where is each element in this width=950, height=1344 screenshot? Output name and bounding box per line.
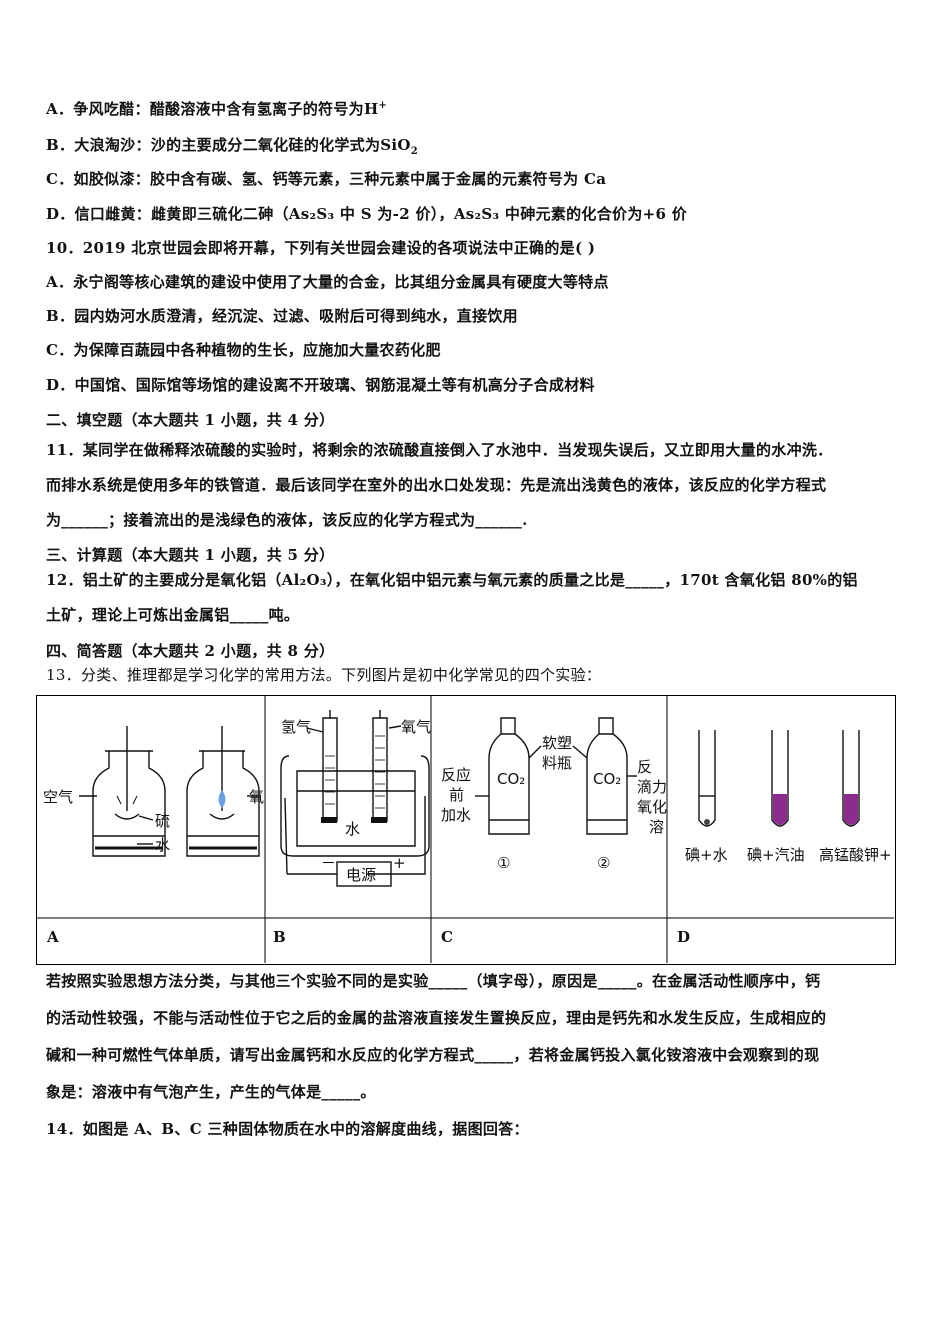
- text-line-main: 11．某同学在做稀释浓硫酸的实验时，将剩余的浓硫酸直接倒入了水池中．当发现失误后…: [46, 441, 833, 459]
- electrode-right-icon: [371, 817, 387, 823]
- text-line-main: A．争风吃醋：醋酸溶液中含有氢离子的符号为H: [46, 100, 379, 118]
- panel-label-b: B: [273, 928, 286, 946]
- text-line-main: 的活动性较强，不能与活动性位于它之后的金属的盐溶液直接发生置换反应，理由是钙先和…: [46, 1009, 827, 1027]
- text-line-main: 为______；接着流出的是浅绿色的液体，该反应的化学方程式为______.: [46, 511, 528, 529]
- text-line: 三、计算题（本大题共 1 小题，共 5 分）: [46, 544, 334, 565]
- text-line: 土矿，理论上可炼出金属铝_____吨。: [46, 604, 299, 625]
- text-line-main: B．大浪淘沙：沙的主要成分二氧化硅的化学式为SiO: [46, 136, 411, 154]
- text-line: B．大浪淘沙：沙的主要成分二氧化硅的化学式为SiO2: [46, 134, 418, 157]
- c-soft-label: 软塑: [542, 734, 572, 752]
- c-right-label-3: 氧化: [637, 798, 667, 816]
- panel-label-c: C: [441, 928, 453, 946]
- c-before-label-1: 反应: [441, 766, 471, 784]
- c-number-1: ①: [497, 854, 510, 872]
- text-line-main: 三、计算题（本大题共 1 小题，共 5 分）: [46, 546, 335, 564]
- text-line: D．中国馆、国际馆等场馆的建设离不开玻璃、钢筋混凝土等有机高分子合成材料: [46, 374, 595, 395]
- b-oxygen-label: 氧气: [401, 718, 431, 736]
- subscript-number: 2: [410, 146, 419, 157]
- a-air-label: 空气: [43, 788, 73, 806]
- text-line: B．园内妫河水质澄清，经沉淀、过滤、吸附后可得到纯水，直接饮用: [46, 305, 518, 326]
- superscript-charge: +: [378, 100, 388, 111]
- text-line-main: 10．2019 北京世园会即将开幕，下列有关世园会建设的各项说法中正确的是( ): [46, 239, 596, 257]
- a-sulfur-label: 硫: [155, 812, 170, 830]
- text-line: 的活动性较强，不能与活动性位于它之后的金属的盐溶液直接发生置换反应，理由是钙先和…: [46, 1007, 826, 1028]
- text-line: 象是：溶液中有气泡产生，产生的气体是_____。: [46, 1081, 376, 1102]
- c-bottle-label: 料瓶: [542, 754, 572, 772]
- text-line: 碱和一种可燃性气体单质，请写出金属钙和水反应的化学方程式_____，若将金属钙投…: [46, 1044, 819, 1065]
- c-before-label-2: 前: [449, 786, 464, 804]
- d-tube-2-liquid: [773, 794, 787, 825]
- text-line: 10．2019 北京世园会即将开幕，下列有关世园会建设的各项说法中正确的是( ): [46, 237, 595, 258]
- text-line: 11．某同学在做稀释浓硫酸的实验时，将剩余的浓硫酸直接倒入了水池中．当发现失误后…: [46, 439, 832, 460]
- c-before-label-3: 加水: [441, 806, 471, 824]
- text-line-main: D．中国馆、国际馆等场馆的建设离不开玻璃、钢筋混凝土等有机高分子合成材料: [46, 376, 595, 394]
- text-line-main: 象是：溶液中有气泡产生，产生的气体是_____。: [46, 1083, 376, 1101]
- text-line: 若按照实验思想方法分类，与其他三个实验不同的是实验_____（填字母），原因是_…: [46, 970, 820, 991]
- text-line: 12．铝土矿的主要成分是氧化铝（Al₂O₃），在氧化铝中铝元素与氧元素的质量之比…: [46, 569, 858, 590]
- text-line: C．为保障百蔬园中各种植物的生长，应施加大量农药化肥: [46, 339, 441, 360]
- text-line-main: C．如胶似漆：胶中含有碳、氢、钙等元素，三种元素中属于金属的元素符号为 Ca: [46, 170, 607, 188]
- text-line: 二、填空题（本大题共 1 小题，共 4 分）: [46, 409, 334, 430]
- c-right-label-4: 溶: [649, 818, 664, 836]
- text-line-main: 而排水系统是使用多年的铁管道．最后该同学在室外的出水口处发现：先是流出浅黄色的液…: [46, 476, 827, 494]
- text-line-main: B．园内妫河水质澄清，经沉淀、过滤、吸附后可得到纯水，直接饮用: [46, 307, 518, 325]
- c-number-2: ②: [597, 854, 610, 872]
- text-line: C．如胶似漆：胶中含有碳、氢、钙等元素，三种元素中属于金属的元素符号为 Ca: [46, 168, 606, 189]
- d-tube-3-label: 高锰酸钾+: [819, 846, 892, 864]
- text-line-main: 13．分类、推理都是学习化学的常用方法。下列图片是初中化学常见的四个实验：: [46, 666, 602, 684]
- b-hydrogen-label: 氢气: [281, 718, 311, 736]
- c-co2-right: CO₂: [593, 770, 621, 788]
- text-line-main: 14．如图是 A、B、C 三种固体物质在水中的溶解度曲线，据图回答：: [46, 1120, 529, 1138]
- c-right-label-2: 滴力: [637, 778, 667, 796]
- d-tube-2-label: 碘+汽油: [747, 846, 805, 864]
- text-line: D．信口雌黄：雌黄即三硫化二砷（As₂S₃ 中 S 为-2 价），As₂S₃ 中…: [46, 203, 687, 224]
- text-line-main: 二、填空题（本大题共 1 小题，共 4 分）: [46, 411, 335, 429]
- b-minus-label: －: [321, 854, 336, 872]
- text-line: 四、简答题（本大题共 2 小题，共 8 分）: [46, 640, 334, 661]
- b-water-label: 水: [345, 820, 360, 838]
- text-line-main: 若按照实验思想方法分类，与其他三个实验不同的是实验_____（填字母），原因是_…: [46, 972, 821, 990]
- panel-b-drawing: [280, 710, 430, 887]
- panel-d-drawing: [698, 730, 860, 827]
- text-line-main: A．永宁阁等核心建筑的建设中使用了大量的合金，比其组分金属具有硬度大等特点: [46, 273, 609, 291]
- text-line: A．永宁阁等核心建筑的建设中使用了大量的合金，比其组分金属具有硬度大等特点: [46, 271, 609, 292]
- b-plus-label: +: [393, 854, 406, 872]
- text-line-main: C．为保障百蔬园中各种植物的生长，应施加大量农药化肥: [46, 341, 441, 359]
- d-tube-3-liquid: [844, 794, 858, 825]
- d-tube-1-label: 碘+水: [685, 846, 728, 864]
- text-line: 为______；接着流出的是浅绿色的液体，该反应的化学方程式为______.: [46, 509, 528, 530]
- experiment-diagram: 空气 硫 水 氧 氢气 氧气 水 － + 电源: [37, 696, 894, 963]
- flame-icon: [218, 790, 226, 808]
- spark-icon: [116, 794, 138, 805]
- text-line: 14．如图是 A、B、C 三种固体物质在水中的溶解度曲线，据图回答：: [46, 1118, 529, 1139]
- a-oxygen-label: 氧: [249, 788, 264, 806]
- electrode-left-icon: [321, 817, 337, 823]
- text-line-main: 四、简答题（本大题共 2 小题，共 8 分）: [46, 642, 335, 660]
- c-right-label-1: 反: [637, 758, 652, 776]
- text-line-main: 12．铝土矿的主要成分是氧化铝（Al₂O₃），在氧化铝中铝元素与氧元素的质量之比…: [46, 571, 858, 589]
- panel-label-d: D: [677, 928, 691, 946]
- text-line: 13．分类、推理都是学习化学的常用方法。下列图片是初中化学常见的四个实验：: [46, 664, 601, 685]
- d-tube-1-residue: [704, 819, 710, 825]
- b-power-label: 电源: [346, 866, 376, 884]
- text-line-main: 碱和一种可燃性气体单质，请写出金属钙和水反应的化学方程式_____，若将金属钙投…: [46, 1046, 820, 1064]
- a-water-label: 水: [155, 836, 170, 854]
- panel-a-drawing: [79, 726, 260, 857]
- text-line-main: 土矿，理论上可炼出金属铝_____吨。: [46, 606, 300, 624]
- text-line: 而排水系统是使用多年的铁管道．最后该同学在室外的出水口处发现：先是流出浅黄色的液…: [46, 474, 826, 495]
- b-water-lines: [325, 735, 385, 809]
- c-co2-left: CO₂: [497, 770, 525, 788]
- text-line-main: D．信口雌黄：雌黄即三硫化二砷（As₂S₃ 中 S 为-2 价），As₂S₃ 中…: [46, 205, 688, 223]
- panel-c-drawing: [475, 717, 637, 835]
- panel-label-a: A: [47, 928, 59, 946]
- experiment-figure: 空气 硫 水 氧 氢气 氧气 水 － + 电源: [36, 695, 896, 965]
- text-line: A．争风吃醋：醋酸溶液中含有氢离子的符号为H+: [46, 98, 387, 119]
